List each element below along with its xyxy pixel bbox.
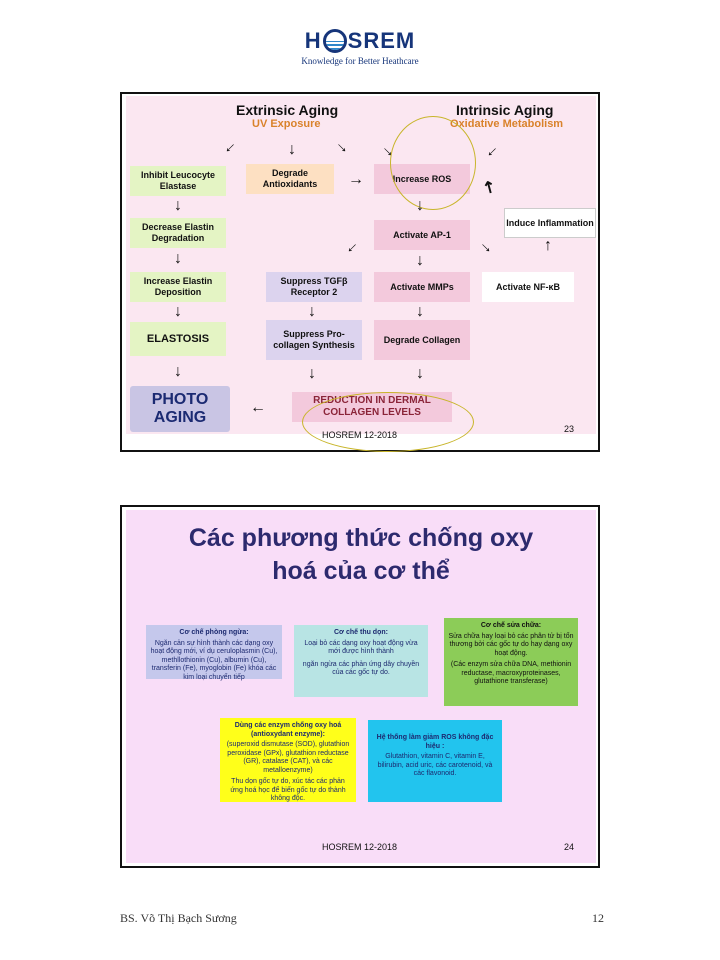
slide-23: Extrinsic Aging UV Exposure Intrinsic Ag… xyxy=(120,92,600,452)
intrinsic-title: Intrinsic Aging xyxy=(456,102,554,118)
arrow-down: ↓ xyxy=(174,303,182,320)
card-prevention-body: Ngăn cản sự hình thành các dạng oxy hoạt… xyxy=(150,639,278,681)
card-enzyme-body-2: Thu dọn gốc tự do, xúc tác các phản ứng … xyxy=(230,778,346,802)
extrinsic-subtitle: UV Exposure xyxy=(252,118,321,130)
slide-24-footer: HOSREM 12-2018 xyxy=(322,842,398,852)
card-repair-title: Cơ chế sửa chữa: xyxy=(480,622,542,629)
box-increase-elastin: Increase Elastin Deposition xyxy=(130,272,226,302)
arrow-down: ↓ xyxy=(416,197,424,214)
card-repair-body-2: (Các enzym sửa chữa DNA, methionin reduc… xyxy=(450,661,572,685)
box-activate-mmps: Activate MMPs xyxy=(374,272,470,302)
arrow-diag: ↓ xyxy=(476,238,495,257)
card-nonspecific: Hệ thống làm giảm ROS không đặc hiệu : G… xyxy=(368,720,502,802)
arrow-up-left: ↖ xyxy=(478,176,500,199)
card-nonspecific-body: Glutathion, vitamin C, vitamin E, biliru… xyxy=(377,753,493,777)
card-cleanup: Cơ chế thu dọn: Loại bỏ các dạng oxy hoạ… xyxy=(294,625,428,697)
arrow-down: ↓ xyxy=(308,303,316,320)
card-repair-body-1: Sửa chữa hay loại bỏ các phân tử bị tổn … xyxy=(448,632,574,657)
box-elastosis: ELASTOSIS xyxy=(130,322,226,356)
logo-tagline: Knowledge for Better Heathcare xyxy=(301,56,419,66)
card-prevention-title: Cơ chế phòng ngừa: xyxy=(179,629,249,636)
card-cleanup-body-2: ngăn ngừa các phản ứng dây chuyền của cá… xyxy=(302,660,420,677)
logo-wave-icon xyxy=(322,29,347,53)
box-photo-aging: PHOTO AGING xyxy=(130,386,230,432)
logo-letter-h: H xyxy=(304,28,322,53)
slide-23-canvas: Extrinsic Aging UV Exposure Intrinsic Ag… xyxy=(126,96,596,452)
card-prevention: Cơ chế phòng ngừa: Ngăn cản sự hình thàn… xyxy=(146,625,282,681)
arrow-down: ↓ xyxy=(416,303,424,320)
title-line-2: hoá của cơ thể xyxy=(272,557,450,585)
arrow-diag-left: ↓ xyxy=(221,138,240,157)
slide-23-footer: HOSREM 12-2018 xyxy=(322,430,398,440)
box-decrease-elastin: Decrease Elastin Degradation xyxy=(130,218,226,248)
card-nonspecific-title: Hệ thống làm giảm ROS không đặc hiệu : xyxy=(376,734,494,750)
box-activate-ap1: Activate AP-1 xyxy=(374,220,470,250)
arrow-down: ↓ xyxy=(308,365,316,382)
arrow-down: ↓ xyxy=(416,365,424,382)
box-suppress-tgf: Suppress TGFβ Receptor 2 xyxy=(266,272,362,302)
box-degrade-collagen: Degrade Collagen xyxy=(374,320,470,360)
slide-24: Các phương thức chống oxy hoá của cơ thể… xyxy=(120,505,600,868)
arrow-down: ↓ xyxy=(288,141,296,158)
arrow-diag: ↓ xyxy=(343,238,362,257)
arrow-up: ↑ xyxy=(544,237,552,254)
box-inhibit-leucocyte: Inhibit Leucocyte Elastase xyxy=(130,166,226,196)
highlight-circle-reduction xyxy=(302,392,474,452)
arrow-down: ↓ xyxy=(174,363,182,380)
slide-24-number: 24 xyxy=(564,842,575,852)
intrinsic-subtitle: Oxidative Metabolism xyxy=(450,118,564,130)
card-repair: Cơ chế sửa chữa: Sửa chữa hay loại bỏ cá… xyxy=(444,618,578,706)
arrow-down: ↓ xyxy=(174,197,182,214)
slide-24-title: Các phương thức chống oxy hoá của cơ thể xyxy=(126,522,596,588)
page-author: BS. Võ Thị Bạch Sương xyxy=(120,911,237,925)
arrow-diag-ros-right: ↓ xyxy=(483,142,502,161)
card-cleanup-body-1: Loại bỏ các dạng oxy hoạt động vừa mới đ… xyxy=(304,639,418,656)
hosrem-logo: H SREM Knowledge for Better Heathcare xyxy=(0,28,720,66)
box-induce-inflammation: Induce Inflammation xyxy=(504,208,596,238)
box-degrade-antioxidants: Degrade Antioxidants xyxy=(246,164,334,194)
card-cleanup-title: Cơ chế thu dọn: xyxy=(334,629,388,636)
arrow-left: ← xyxy=(250,399,266,416)
title-line-1: Các phương thức chống oxy xyxy=(188,524,534,552)
arrow-down: ↓ xyxy=(174,250,182,267)
slide-23-number: 23 xyxy=(564,424,575,434)
card-enzyme: Dùng các enzym chống oxy hoá (antioxydan… xyxy=(220,718,356,802)
card-enzyme-body-1: (superoxid dismutase (SOD), glutathion p… xyxy=(226,741,350,774)
box-suppress-procollagen: Suppress Pro-collagen Synthesis xyxy=(266,320,362,360)
arrow-diag-right: ↓ xyxy=(332,138,351,157)
logo-wordmark: H SREM xyxy=(305,28,415,54)
extrinsic-title: Extrinsic Aging xyxy=(236,102,339,118)
box-activate-nfkb: Activate NF-κB xyxy=(482,272,574,302)
page-number: 12 xyxy=(592,911,604,925)
arrow-right: → xyxy=(348,171,364,188)
card-enzyme-title: Dùng các enzym chống oxy hoá (antioxydan… xyxy=(234,722,342,738)
logo-letters: SREM xyxy=(347,28,416,53)
highlight-circle-ros xyxy=(390,116,476,210)
arrow-down: ↓ xyxy=(416,252,424,269)
slide-24-canvas: Các phương thức chống oxy hoá của cơ thể… xyxy=(126,510,596,863)
